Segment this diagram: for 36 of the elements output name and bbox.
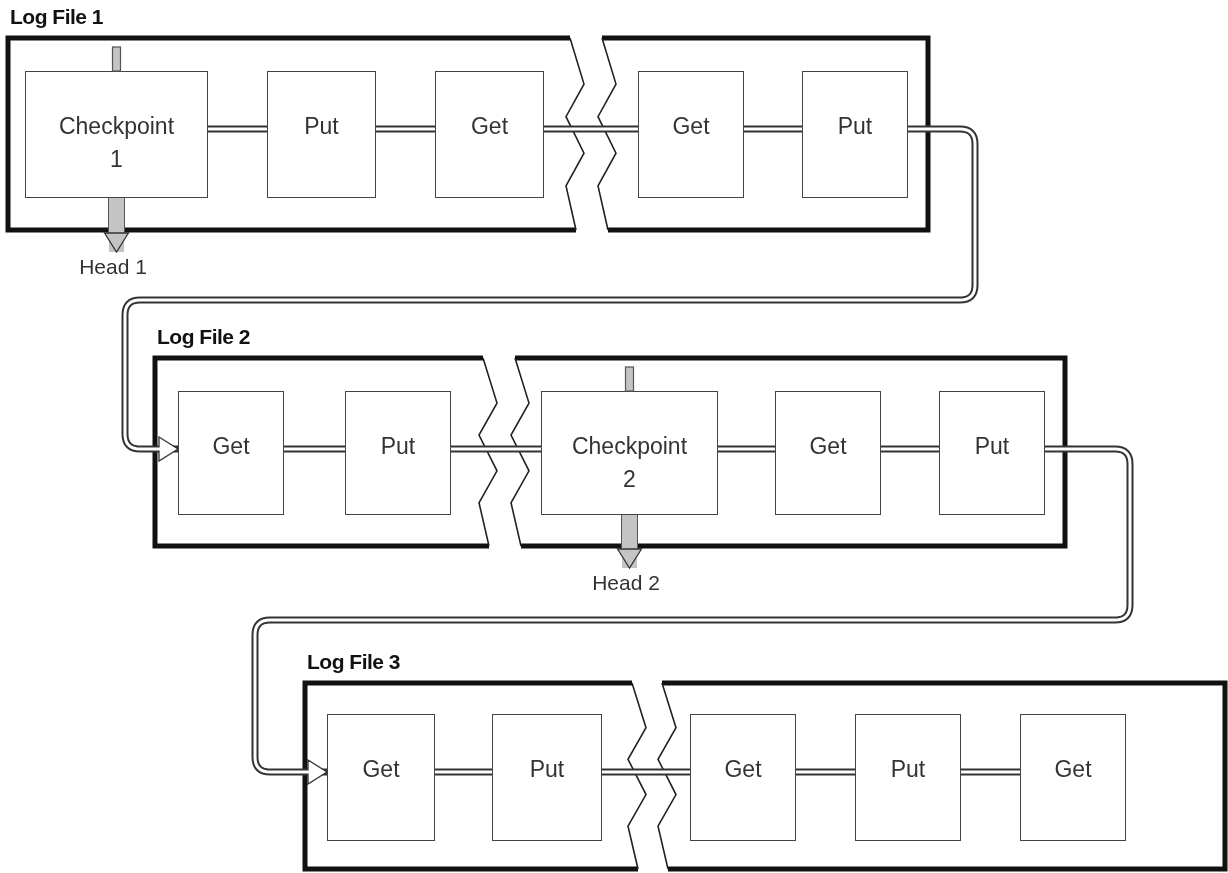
head-pointer-label: Head 1: [63, 252, 163, 282]
double-line-connector: [544, 125, 638, 133]
log-record-box: Get: [1020, 714, 1126, 841]
head-pointer-label: Head 2: [576, 568, 676, 598]
log-record-box: Put: [802, 71, 908, 198]
log-record-box: Get: [775, 391, 881, 515]
double-line-connector: [376, 125, 435, 133]
panel-title: Log File 2: [157, 325, 250, 349]
log-record-box: Put: [345, 391, 451, 515]
double-line-connector: [744, 125, 802, 133]
double-line-connector: [881, 445, 939, 453]
panel-title: Log File 3: [307, 650, 400, 674]
double-line-connector: [718, 445, 775, 453]
double-line-connector: [284, 445, 345, 453]
pointer-arrow: [616, 515, 643, 569]
pointer-arrow: [103, 198, 130, 253]
double-line-connector: [208, 125, 267, 133]
log-record-box: Put: [492, 714, 602, 841]
panel-title: Log File 1: [10, 5, 103, 29]
log-record-box: Get: [178, 391, 284, 515]
double-line-connector: [961, 768, 1020, 776]
log-record-box: Get: [638, 71, 744, 198]
log-record-box: Put: [855, 714, 961, 841]
log-record-box: Put: [267, 71, 376, 198]
log-record-box: Checkpoint 2: [541, 391, 718, 515]
log-record-box: Get: [327, 714, 435, 841]
double-line-connector: [451, 445, 541, 453]
log-record-box: Put: [939, 391, 1045, 515]
log-record-box: Get: [690, 714, 796, 841]
log-record-box: Checkpoint 1: [25, 71, 208, 198]
double-line-connector: [602, 768, 690, 776]
double-line-connector: [251, 445, 1134, 785]
log-record-box: Get: [435, 71, 544, 198]
double-line-connector: [121, 125, 979, 462]
double-line-connector: [796, 768, 855, 776]
double-line-connector: [435, 768, 492, 776]
